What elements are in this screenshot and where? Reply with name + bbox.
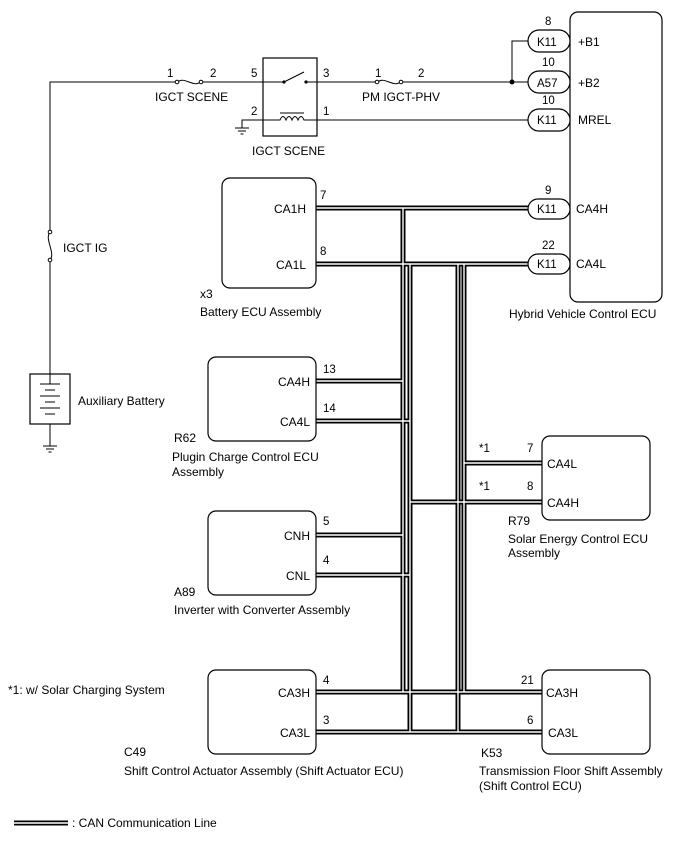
connector-oval: [527, 198, 571, 220]
legend-label: : CAN Communication Line: [72, 816, 217, 830]
hybrid-pin-num: 9: [545, 185, 551, 197]
hybrid-conn-code: K11: [537, 37, 557, 49]
solar-note-l: *1: [479, 443, 490, 455]
relay-pin-2: 2: [251, 106, 257, 118]
power-supply-circuit: [29, 40, 528, 453]
fuse-igct-scene-label: IGCT SCENE: [155, 90, 228, 104]
plugin-pin-h-num: 13: [323, 364, 336, 376]
hybrid-pin-num: 22: [542, 240, 555, 252]
relay-coil: [263, 116, 317, 122]
relay-pin-5: 5: [251, 68, 257, 80]
transmission-pin-l-num: 6: [527, 715, 533, 727]
transmission-box: [541, 669, 651, 755]
transmission-pin-h-label: CA3H: [546, 686, 578, 700]
battery-code: x3: [200, 287, 213, 301]
inverter-name: Inverter with Converter Assembly: [174, 603, 350, 617]
shift-actuator-pin-l-num: 3: [323, 715, 329, 727]
hybrid-pin-label: MREL: [578, 113, 612, 127]
hybrid-pin-num: 10: [542, 95, 555, 107]
can-bus: [316, 205, 542, 735]
hybrid-pin-label: CA4H: [576, 202, 608, 216]
hybrid-pin-num: 8: [545, 16, 551, 28]
auxiliary-battery-label: Auxiliary Battery: [78, 394, 165, 408]
hybrid-connectors: [527, 29, 571, 275]
hybrid-pin-label: +B2: [578, 76, 600, 90]
shift-actuator-name: Shift Control Actuator Assembly (Shift A…: [124, 764, 403, 778]
hybrid-pin-label: CA4L: [576, 257, 606, 271]
inverter-code: A89: [174, 585, 196, 599]
battery-pin-h-label: CA1H: [274, 202, 306, 216]
solar-ecu-box: [541, 435, 651, 521]
shift-actuator-code: C49: [124, 745, 146, 759]
fuse-igct-ig-label: IGCT IG: [63, 241, 107, 255]
igct-scene-relay: [262, 57, 318, 137]
fuse-pm-pin-a: 1: [375, 68, 381, 80]
solar-code: R79: [508, 514, 530, 528]
plugin-name-line1: Plugin Charge Control ECU: [172, 450, 319, 464]
fuse-igct-scene-pin-b: 2: [210, 68, 216, 80]
solar-pin-h-num: 8: [527, 481, 533, 493]
legend: : CAN Communication Line: [14, 816, 217, 830]
hybrid-ecu-name: Hybrid Vehicle Control ECU: [509, 307, 656, 321]
battery-name: Battery ECU Assembly: [200, 305, 321, 319]
battery-pin-h-num: 7: [320, 190, 326, 202]
inverter-pin-h-num: 5: [323, 516, 329, 528]
connector-oval: [527, 70, 571, 94]
solar-pin-l-num: 7: [527, 443, 533, 455]
solar-note-h: *1: [479, 481, 490, 493]
igct-ig-wire: [49, 81, 176, 378]
solar-name-line1: Solar Energy Control ECU: [508, 532, 648, 546]
transmission-name-line1: Transmission Floor Shift Assembly: [479, 764, 663, 778]
shift-actuator-pin-l-label: CA3L: [280, 726, 310, 740]
plugin-pin-l-label: CA4L: [280, 415, 310, 429]
relay-switch: [263, 71, 317, 83]
solar-name-line2: Assembly: [508, 546, 560, 560]
connector-oval: [527, 108, 571, 132]
hybrid-conn-code: K11: [537, 259, 557, 271]
hybrid-pin-num: 10: [542, 57, 555, 69]
fuse-pm-label: PM IGCT-PHV: [362, 90, 440, 104]
inverter-pin-l-num: 4: [323, 555, 330, 567]
plugin-pin-l-num: 14: [323, 403, 336, 415]
hybrid-conn-code: K11: [537, 204, 557, 216]
battery-pin-l-label: CA1L: [276, 258, 306, 272]
plugin-pin-h-label: CA4H: [278, 375, 310, 389]
plugin-charge-ecu-box: [207, 356, 317, 442]
fuse-igct-ig: [47, 231, 53, 261]
shift-actuator-box: [207, 669, 317, 755]
connector-oval: [527, 29, 571, 53]
solar-system-note: *1: w/ Solar Charging System: [8, 683, 165, 697]
inverter-box: [207, 510, 317, 596]
hybrid-pin-label: +B1: [578, 35, 600, 49]
inverter-pin-h-label: CNH: [284, 529, 310, 543]
hybrid-conn-code: K11: [537, 115, 557, 127]
solar-pin-l-label: CA4L: [547, 457, 577, 471]
transmission-name-line2: (Shift Control ECU): [479, 779, 582, 793]
plugin-code: R62: [174, 431, 196, 445]
solar-pin-h-label: CA4H: [547, 496, 579, 510]
connector-oval: [527, 253, 571, 275]
relay-pin-1: 1: [323, 106, 329, 118]
shift-actuator-pin-h-num: 4: [323, 675, 330, 687]
hybrid-ecu-box: [569, 11, 663, 303]
hybrid-conn-code: A57: [537, 78, 557, 90]
fuse-igct-scene-pin-a: 1: [167, 68, 173, 80]
plugin-name-line2: Assembly: [172, 465, 224, 479]
inverter-pin-l-label: CNL: [286, 569, 310, 583]
transmission-pin-l-label: CA3L: [548, 726, 578, 740]
shift-actuator-pin-h-label: CA3H: [278, 686, 310, 700]
transmission-pin-h-num: 21: [521, 675, 534, 687]
fuse-igct-scene: [177, 79, 201, 85]
battery-pin-l-num: 8: [320, 246, 326, 258]
battery-ecu-box: [221, 177, 317, 289]
relay-pin-3: 3: [323, 68, 329, 80]
transmission-code: K53: [481, 746, 503, 760]
relay-label: IGCT SCENE: [252, 144, 325, 158]
fuse-pm-igct-phv: [377, 79, 401, 85]
fuse-pm-pin-b: 2: [418, 68, 424, 80]
